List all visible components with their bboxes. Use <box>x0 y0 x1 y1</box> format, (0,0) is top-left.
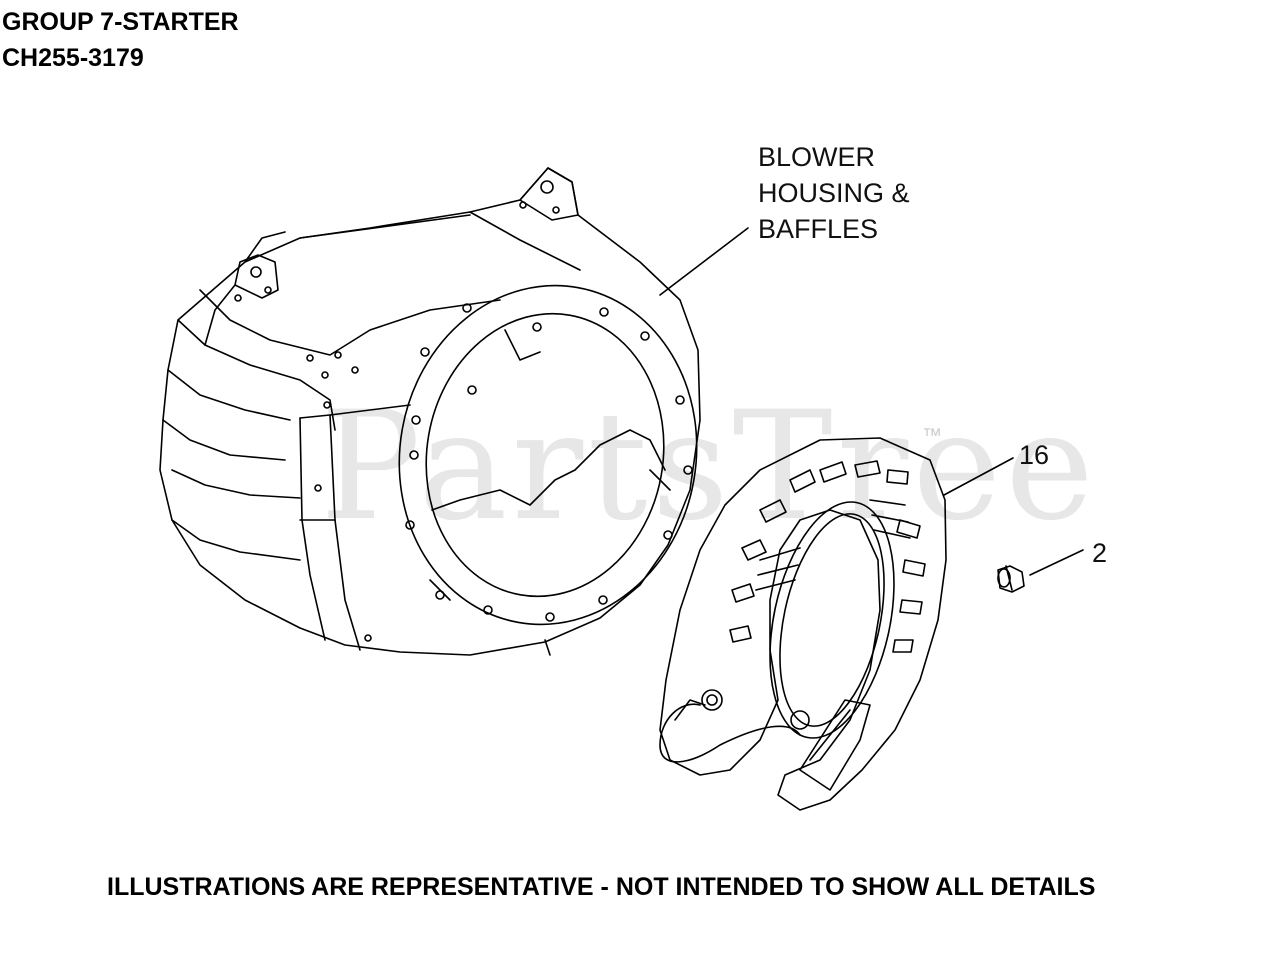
blower-label-line-2: HOUSING & <box>758 178 910 208</box>
blower-label-line-3: BAFFLES <box>758 214 879 244</box>
model-code: CH255-3179 <box>2 44 144 72</box>
callout-2: 2 <box>1092 538 1108 568</box>
blower-label-line-1: BLOWER <box>758 142 876 172</box>
flange-screw[interactable] <box>997 565 1025 593</box>
blower-housing[interactable] <box>159 167 723 656</box>
watermark-trademark: ™ <box>922 425 942 447</box>
starter-leader-line <box>943 457 1014 496</box>
group-title: GROUP 7-STARTER <box>2 8 239 36</box>
disclaimer: ILLUSTRATIONS ARE REPRESENTATIVE - NOT I… <box>107 873 1096 901</box>
blower-housing-label: BLOWER HOUSING & BAFFLES <box>758 139 1018 247</box>
callout-16: 16 <box>1019 440 1050 470</box>
recoil-starter[interactable] <box>659 437 947 811</box>
screw-leader-line <box>1029 549 1084 576</box>
blower-leader-line <box>659 227 749 296</box>
